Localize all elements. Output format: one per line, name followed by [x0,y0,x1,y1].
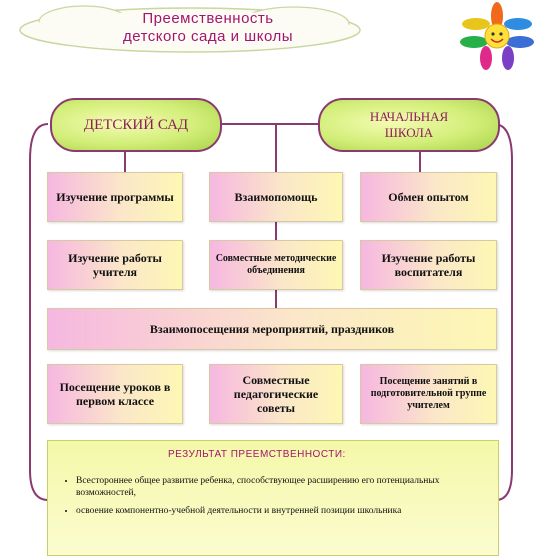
result-item: освоение компонентно-учебной деятельност… [76,505,496,517]
box-mutual-visits-label: Взаимопосещения мероприятий, праздников [149,322,395,336]
flower-icon [460,2,534,70]
box-program-study-label: Изучение программы [56,190,174,204]
result-heading: РЕЗУЛЬТАТ ПРЕЕМСТВЕННОСТИ: [168,449,346,460]
node-kindergarten: ДЕТСКИЙ САД [50,98,222,152]
box-experience-exchange-label: Обмен опытом [388,190,469,204]
cloud-icon [19,5,361,53]
box-lesson-visits-label: Посещение уроков в первом классе [59,380,171,408]
box-joint-councils-label: Совместные педагогические советы [233,373,319,415]
box-teacher-work-study: Изучение работы учителя [47,240,183,290]
title-line-1: Преемственность [142,10,274,27]
title-line-2: детского сада и школы [123,28,293,45]
box-joint-councils: Совместные педагогические советы [209,364,343,424]
box-educator-work-study: Изучение работы воспитателя [360,240,497,290]
result-panel: РЕЗУЛЬТАТ ПРЕЕМСТВЕННОСТИ: Всестороннее … [47,440,499,556]
box-educator-work-study-label: Изучение работы воспитателя [381,251,476,279]
result-item: Всестороннее общее развитие ребенка, спо… [76,475,496,499]
box-class-visits: Посещение занятий в подготовительной гру… [360,364,497,424]
page-title: Преемственность детского сада и школы [88,10,328,46]
box-mutual-help-label: Взаимопомощь [234,190,318,204]
box-mutual-visits: Взаимопосещения мероприятий, праздников [47,308,497,350]
box-joint-methodical-label: Совместные методические объединения [215,253,337,276]
box-mutual-help: Взаимопомощь [209,172,343,222]
box-lesson-visits: Посещение уроков в первом классе [47,364,183,424]
node-primary-school: НАЧАЛЬНАЯ ШКОЛА [318,98,500,152]
box-teacher-work-study-label: Изучение работы учителя [68,251,162,279]
node-school-line-2: ШКОЛА [384,125,434,140]
result-list: Всестороннее общее развитие ребенка, спо… [66,475,496,523]
box-program-study: Изучение программы [47,172,183,222]
node-school-line-1: НАЧАЛЬНАЯ [369,109,449,124]
box-class-visits-label: Посещение занятий в подготовительной гру… [370,376,487,411]
node-kindergarten-label: ДЕТСКИЙ САД [83,117,189,133]
box-joint-methodical: Совместные методические объединения [209,240,343,290]
box-experience-exchange: Обмен опытом [360,172,497,222]
